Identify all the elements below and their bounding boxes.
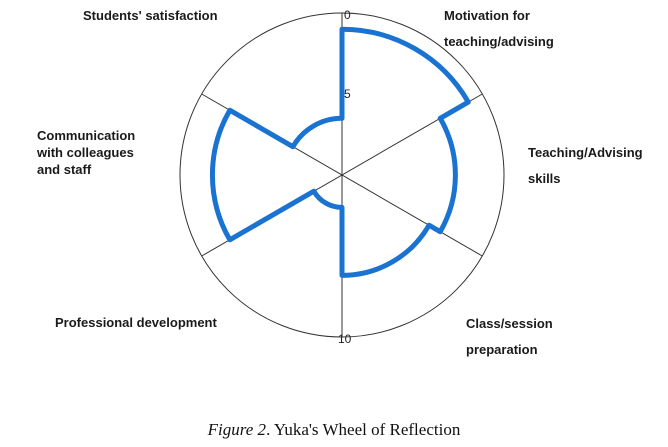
series-outline [210, 26, 471, 278]
category-label-motivation: Motivation for teaching/advising [444, 8, 554, 49]
scale-ticks: 0 5 10 [338, 8, 352, 346]
category-label-professional-development: Professional development [55, 315, 217, 330]
category-label-students-satisfaction: Students' satisfaction [83, 8, 218, 23]
category-label-teaching-skills: Teaching/Advising skills [528, 145, 643, 186]
category-label-class-preparation: Class/session preparation [466, 316, 553, 357]
figure-label: Figure 2 [207, 420, 267, 439]
scale-tick-label: 10 [338, 332, 352, 346]
scale-tick-label: 5 [344, 87, 351, 101]
scale-tick-label: 0 [344, 8, 351, 22]
category-label-communication: Communication with colleagues and staff [37, 128, 136, 177]
figure-caption-text: . Yuka's Wheel of Reflection [266, 420, 461, 439]
figure-caption: Figure 2. Yuka's Wheel of Reflection [0, 420, 668, 440]
